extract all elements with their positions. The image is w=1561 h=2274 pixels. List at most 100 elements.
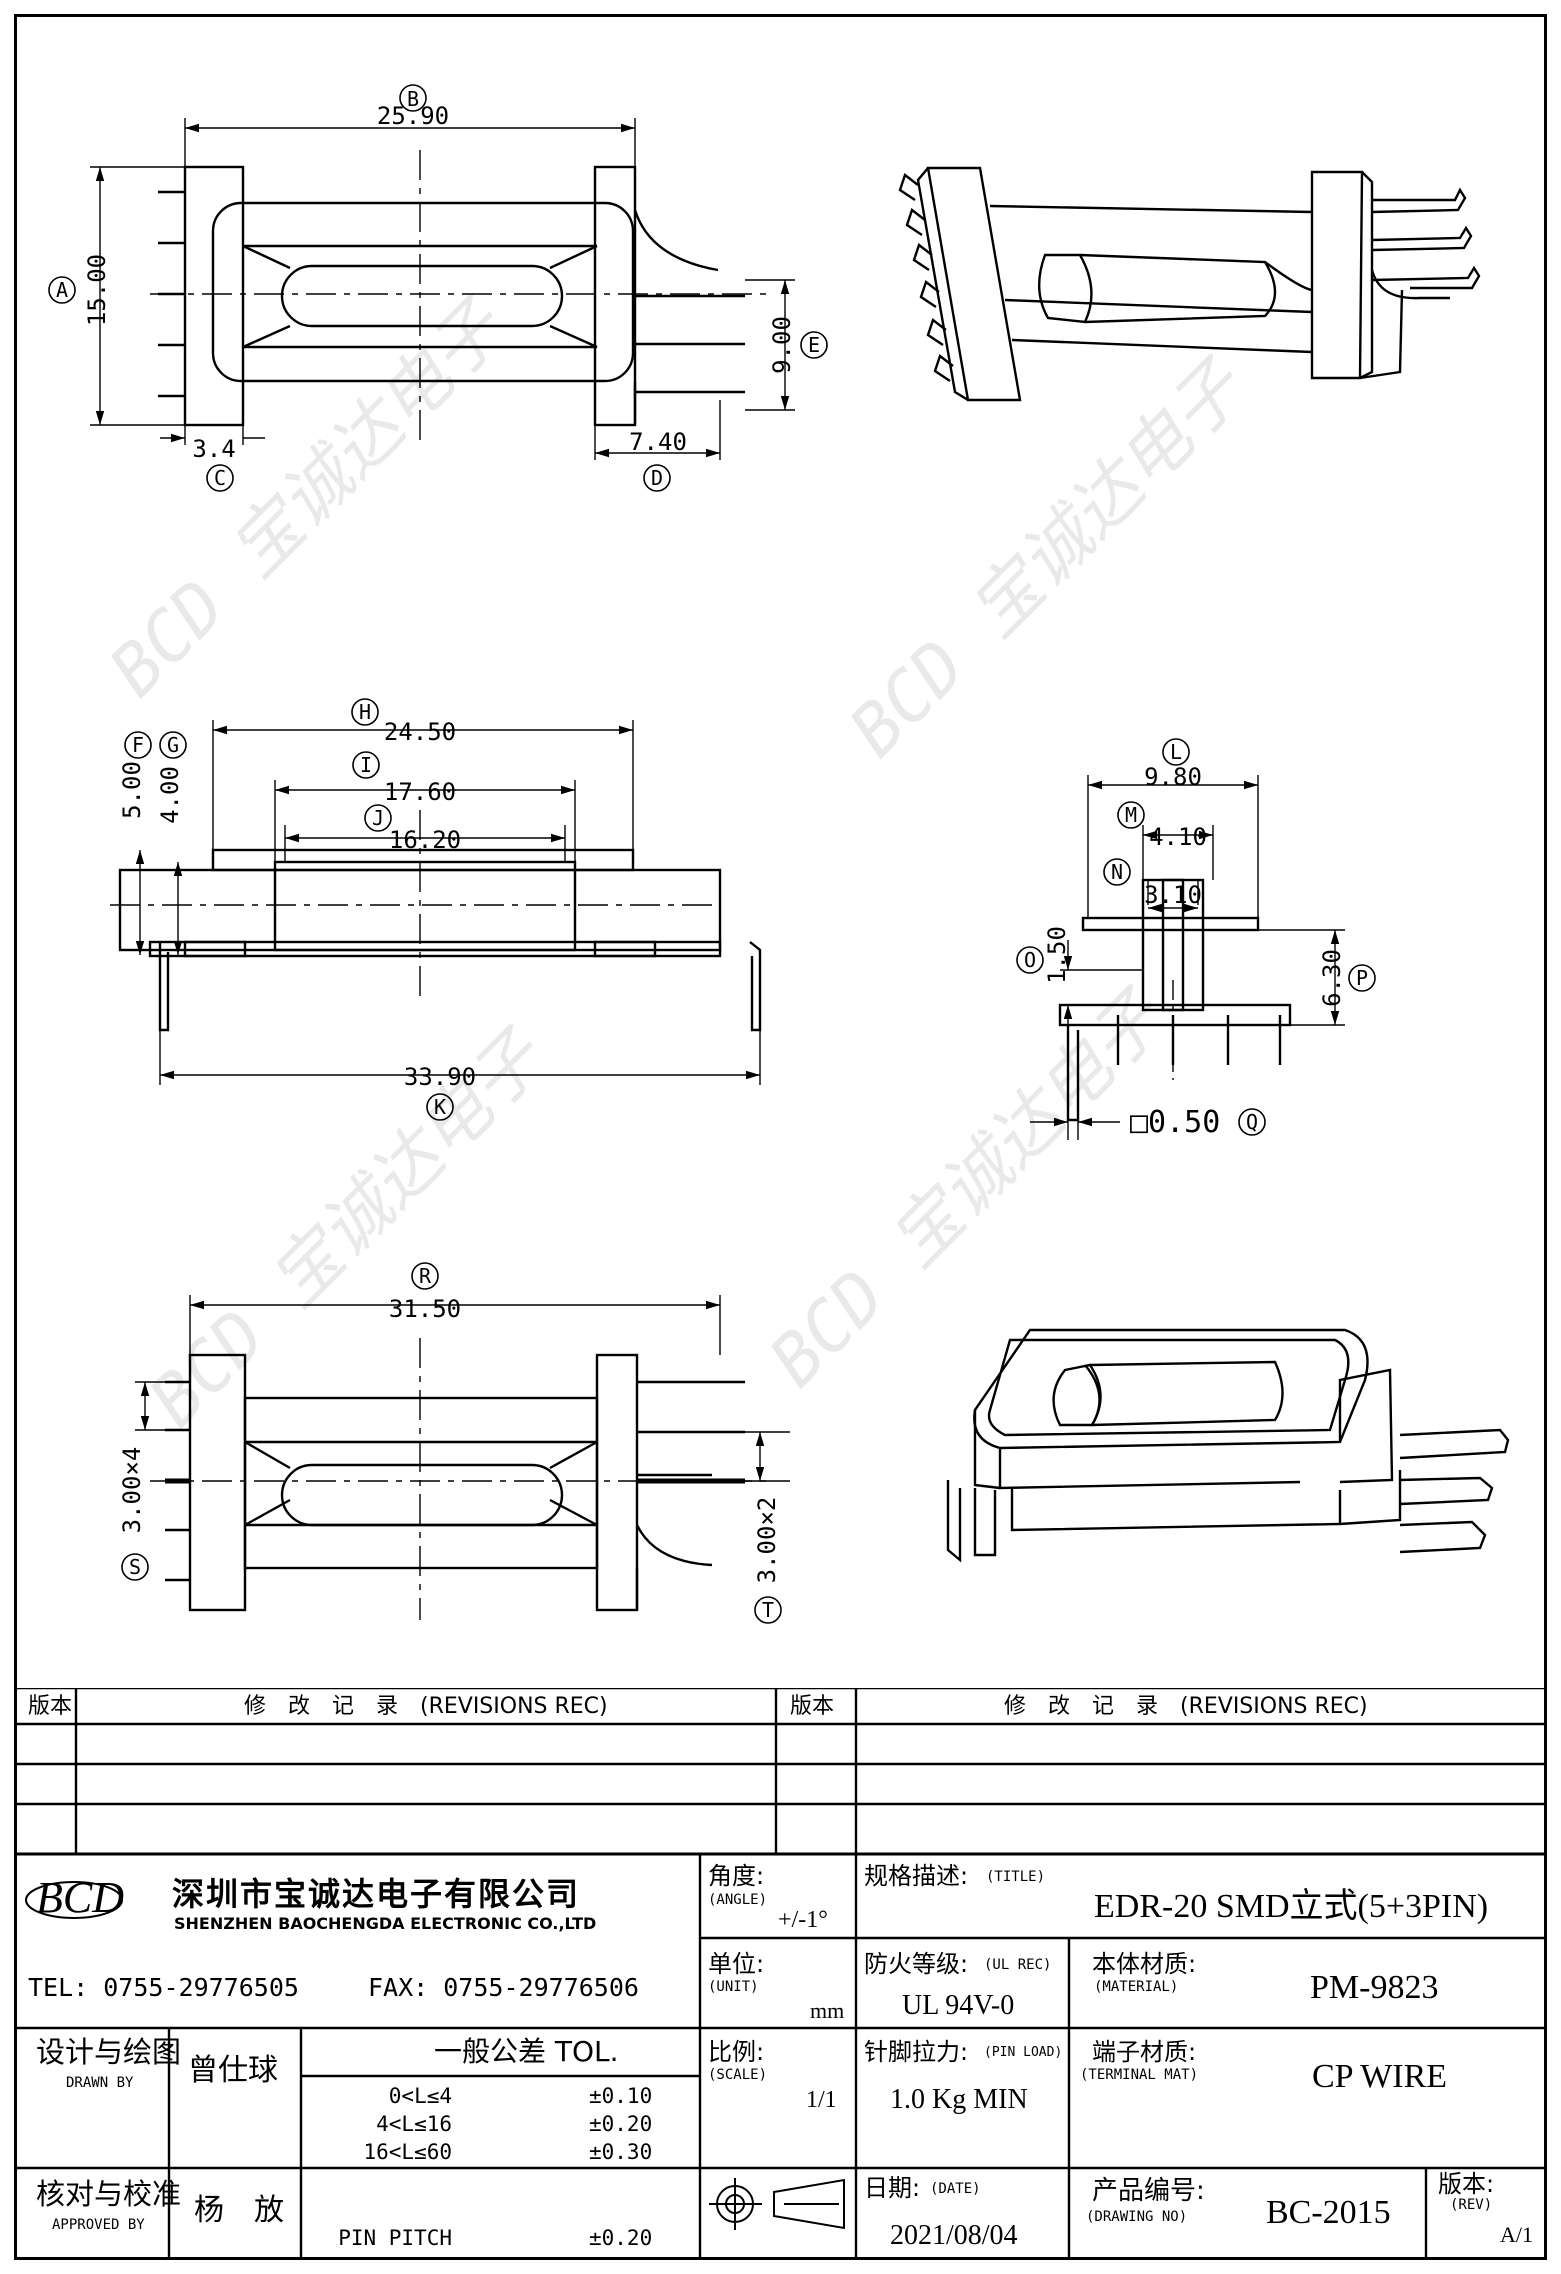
drawing-frame xyxy=(14,14,1547,2260)
unit-label-en: (UNIT) xyxy=(708,1979,759,1995)
svg-text:33.90: 33.90 xyxy=(404,1063,476,1091)
rev-value: A/1 xyxy=(1500,2222,1533,2247)
company-fax: FAX: 0755-29776506 xyxy=(368,1973,639,2002)
end-view xyxy=(1030,775,1345,1140)
tol-range-0: 0<L≤4 xyxy=(388,2084,452,2108)
dim-R: R 31.50 xyxy=(389,1262,461,1323)
svg-text:H: H xyxy=(359,700,371,724)
drawn-label-en: DRAWN BY xyxy=(66,2075,134,2091)
dim-Q: □0.50 Q xyxy=(1130,1105,1266,1140)
date-label-en: (DATE) xyxy=(930,2181,981,2197)
date-value: 2021/08/04 xyxy=(890,2220,1018,2251)
dim-A: A 15.00 xyxy=(48,254,111,326)
company-tel: TEL: 0755-29776505 xyxy=(28,1973,299,2002)
iso-view-bottom xyxy=(946,1328,1510,1563)
tol-range-3: PIN PITCH xyxy=(338,2226,452,2250)
dim-I: I 17.60 xyxy=(352,751,456,806)
dim-D: 7.40 D xyxy=(629,428,687,492)
title-block: 版本 修 改 记 录 (REVISIONS REC) 版本 修 改 记 录 (R… xyxy=(14,1688,1547,2260)
rev-label-en: (REV) xyxy=(1450,2197,1493,2213)
company-name-cn: 深圳市宝诚达电子有限公司 xyxy=(172,1875,581,1913)
material-value: PM-9823 xyxy=(1310,1969,1439,2006)
tol-range-1: 4<L≤16 xyxy=(376,2112,452,2136)
company-name-en: SHENZHEN BAOCHENGDA ELECTRONIC CO.,LTD xyxy=(174,1914,597,1933)
svg-text:□0.50: □0.50 xyxy=(1130,1105,1220,1140)
drawing-no-label-en: (DRAWING NO) xyxy=(1086,2209,1188,2225)
svg-text:K: K xyxy=(434,1095,446,1119)
material-label: 本体材质: xyxy=(1092,1950,1197,1978)
approved-value: 杨 放 xyxy=(194,2193,284,2228)
company-logo: BCD xyxy=(36,1873,124,1922)
dim-B: B 25.90 xyxy=(377,84,449,130)
scale-label: 比例: xyxy=(708,2038,765,2066)
svg-text:B: B xyxy=(407,87,419,111)
svg-text:T: T xyxy=(762,1598,774,1622)
svg-text:A: A xyxy=(56,278,68,302)
tol-value-2: ±0.30 xyxy=(589,2140,653,2164)
dim-M: M 4.10 xyxy=(1117,801,1207,851)
scale-label-en: (SCALE) xyxy=(708,2067,768,2083)
svg-text:D: D xyxy=(651,466,663,490)
svg-text:25.90: 25.90 xyxy=(377,102,449,130)
tol-value-3: ±0.20 xyxy=(589,2226,653,2250)
svg-text:1.50: 1.50 xyxy=(1043,926,1071,984)
svg-text:F: F xyxy=(132,733,144,757)
svg-text:31.50: 31.50 xyxy=(389,1295,461,1323)
terminal-value: CP WIRE xyxy=(1312,2058,1448,2095)
rev-col-record-left: 修 改 记 录 (REVISIONS REC) xyxy=(244,1694,608,1719)
svg-text:O: O xyxy=(1024,948,1036,972)
tol-value-1: ±0.20 xyxy=(589,2112,653,2136)
bottom-view xyxy=(135,1295,790,1620)
watermark-1: BCD 宝诚达电子 xyxy=(94,285,521,712)
angle-label-en: (ANGLE) xyxy=(708,1892,768,1908)
watermark: BCD 宝诚达电子 BCD 宝诚达电子 BCD 宝诚达电子 BCD 宝诚达电子 xyxy=(94,285,1261,1442)
terminal-label: 端子材质: xyxy=(1092,2038,1197,2066)
drawn-label: 设计与绘图 xyxy=(36,2035,182,2069)
svg-text:L: L xyxy=(1170,740,1182,764)
ul-label-en: (UL REC) xyxy=(984,1957,1052,1973)
material-label-en: (MATERIAL) xyxy=(1094,1979,1179,1995)
svg-text:M: M xyxy=(1125,803,1137,827)
drawn-value: 曾仕球 xyxy=(188,2053,278,2088)
svg-text:4.00: 4.00 xyxy=(156,766,184,824)
title-value: EDR-20 SMD立式(5+3PIN) xyxy=(1094,1888,1489,1925)
svg-text:P: P xyxy=(1356,966,1368,990)
watermark-2: BCD 宝诚达电子 xyxy=(834,345,1261,772)
dim-H: H 24.50 xyxy=(351,698,456,746)
pin-load-label-en: (PIN LOAD) xyxy=(984,2045,1063,2060)
svg-text:R: R xyxy=(419,1264,432,1288)
svg-text:9.00: 9.00 xyxy=(768,316,796,374)
rev-label: 版本: xyxy=(1438,2170,1495,2198)
terminal-label-en: (TERMINAL MAT) xyxy=(1080,2067,1199,2083)
svg-text:3.00×2: 3.00×2 xyxy=(753,1497,781,1584)
svg-text:9.80: 9.80 xyxy=(1144,763,1202,791)
rev-col-record-right: 修 改 记 录 (REVISIONS REC) xyxy=(1004,1694,1368,1719)
svg-text:4.10: 4.10 xyxy=(1149,823,1207,851)
dim-J: J 16.20 xyxy=(364,804,461,854)
svg-text:6.30: 6.30 xyxy=(1318,949,1346,1007)
drawing-no-label: 产品编号: xyxy=(1092,2176,1205,2206)
dim-P: 6.30 P xyxy=(1318,949,1376,1007)
iso-top-left-pins xyxy=(898,173,954,382)
tol-range-2: 16<L≤60 xyxy=(363,2140,452,2164)
projection-symbol xyxy=(709,2178,845,2230)
scale-value: 1/1 xyxy=(806,2087,837,2113)
iso-bottom-right-pins xyxy=(1399,1428,1510,1554)
angle-label: 角度: xyxy=(708,1862,765,1890)
unit-label: 单位: xyxy=(708,1950,765,1978)
bottom-view-right-pins xyxy=(637,1380,745,1484)
pin-load-value: 1.0 Kg MIN xyxy=(890,2084,1028,2115)
dim-N: N 3.10 xyxy=(1103,858,1202,909)
ul-label: 防火等级: xyxy=(864,1950,969,1978)
top-view-right-pins xyxy=(635,294,745,394)
svg-text:G: G xyxy=(167,733,179,757)
drawing-area: BCD 宝诚达电子 BCD 宝诚达电子 BCD 宝诚达电子 BCD 宝诚达电子 xyxy=(48,84,1510,1624)
svg-text:J: J xyxy=(372,806,384,830)
svg-text:3.10: 3.10 xyxy=(1144,881,1202,909)
unit-value: mm xyxy=(810,1998,845,2023)
svg-text:S: S xyxy=(129,1555,141,1579)
tolerance-title: 一般公差 TOL. xyxy=(434,2035,619,2068)
dim-G: G 4.00 xyxy=(156,731,187,824)
title-block-grid xyxy=(14,1688,1547,2260)
title-label-en: (TITLE) xyxy=(986,1869,1046,1885)
